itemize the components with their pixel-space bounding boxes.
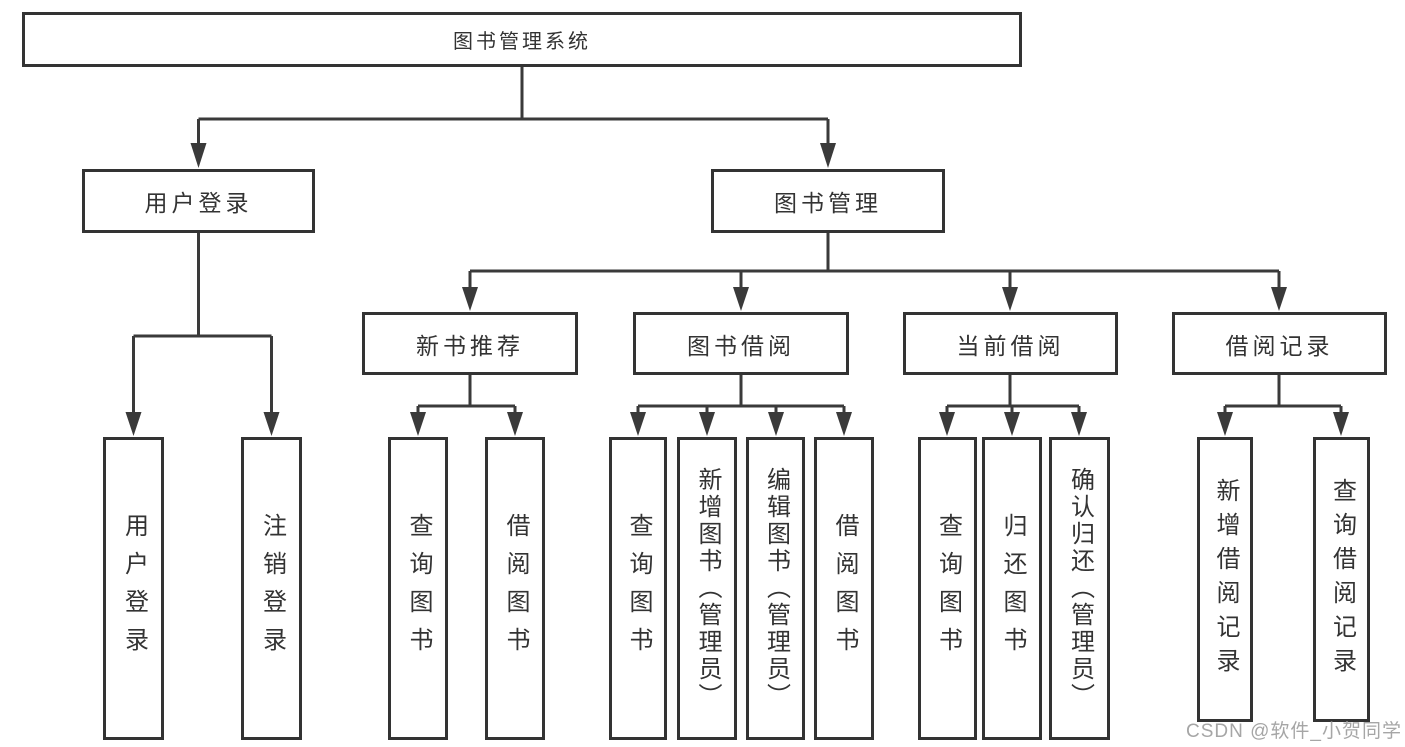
leaf-return-book: 归还图书 xyxy=(982,437,1042,740)
node-root: 图书管理系统 xyxy=(22,12,1022,67)
leaf-query-book-2-label: 查询图书 xyxy=(625,512,652,665)
csdn-watermark: CSDN @软件_小贺同学 xyxy=(1186,721,1402,742)
node-current-borrow: 当前借阅 xyxy=(903,312,1118,375)
leaf-query-book-3: 查询图书 xyxy=(918,437,977,740)
leaf-edit-book-admin: 编辑图书（管理员） xyxy=(746,437,805,740)
leaf-return-book-label: 归还图书 xyxy=(999,512,1026,665)
leaf-query-borrow-record-label: 查询借阅记录 xyxy=(1328,477,1356,682)
leaf-add-book-admin: 新增图书（管理员） xyxy=(677,437,737,740)
leaf-edit-book-admin-label: 编辑图书（管理员） xyxy=(762,467,790,710)
leaf-query-book-1: 查询图书 xyxy=(388,437,448,740)
leaf-logout-label: 注销登录 xyxy=(258,512,286,665)
node-new-book-recommend: 新书推荐 xyxy=(362,312,578,375)
leaf-add-borrow-record: 新增借阅记录 xyxy=(1197,437,1253,722)
node-book-management: 图书管理 xyxy=(711,169,945,233)
leaf-logout: 注销登录 xyxy=(241,437,302,740)
node-user-login: 用户登录 xyxy=(82,169,315,233)
leaf-borrow-book-1: 借阅图书 xyxy=(485,437,545,740)
leaf-query-book-3-label: 查询图书 xyxy=(934,512,962,665)
leaf-query-book-2: 查询图书 xyxy=(609,437,667,740)
leaf-query-book-1-label: 查询图书 xyxy=(405,512,432,665)
leaf-confirm-return-admin-label: 确认归还（管理员） xyxy=(1066,467,1094,710)
leaf-confirm-return-admin: 确认归还（管理员） xyxy=(1049,437,1110,740)
leaf-borrow-book-1-label: 借阅图书 xyxy=(502,512,529,665)
node-borrow-records: 借阅记录 xyxy=(1172,312,1387,375)
node-book-borrow: 图书借阅 xyxy=(633,312,849,375)
leaf-borrow-book-2: 借阅图书 xyxy=(814,437,874,740)
leaf-query-borrow-record: 查询借阅记录 xyxy=(1313,437,1370,722)
leaf-user-login-label: 用户登录 xyxy=(120,512,148,665)
leaf-add-book-admin-label: 新增图书（管理员） xyxy=(694,467,721,710)
leaf-borrow-book-2-label: 借阅图书 xyxy=(831,512,858,665)
leaf-add-borrow-record-label: 新增借阅记录 xyxy=(1212,477,1239,682)
leaf-user-login: 用户登录 xyxy=(103,437,164,740)
